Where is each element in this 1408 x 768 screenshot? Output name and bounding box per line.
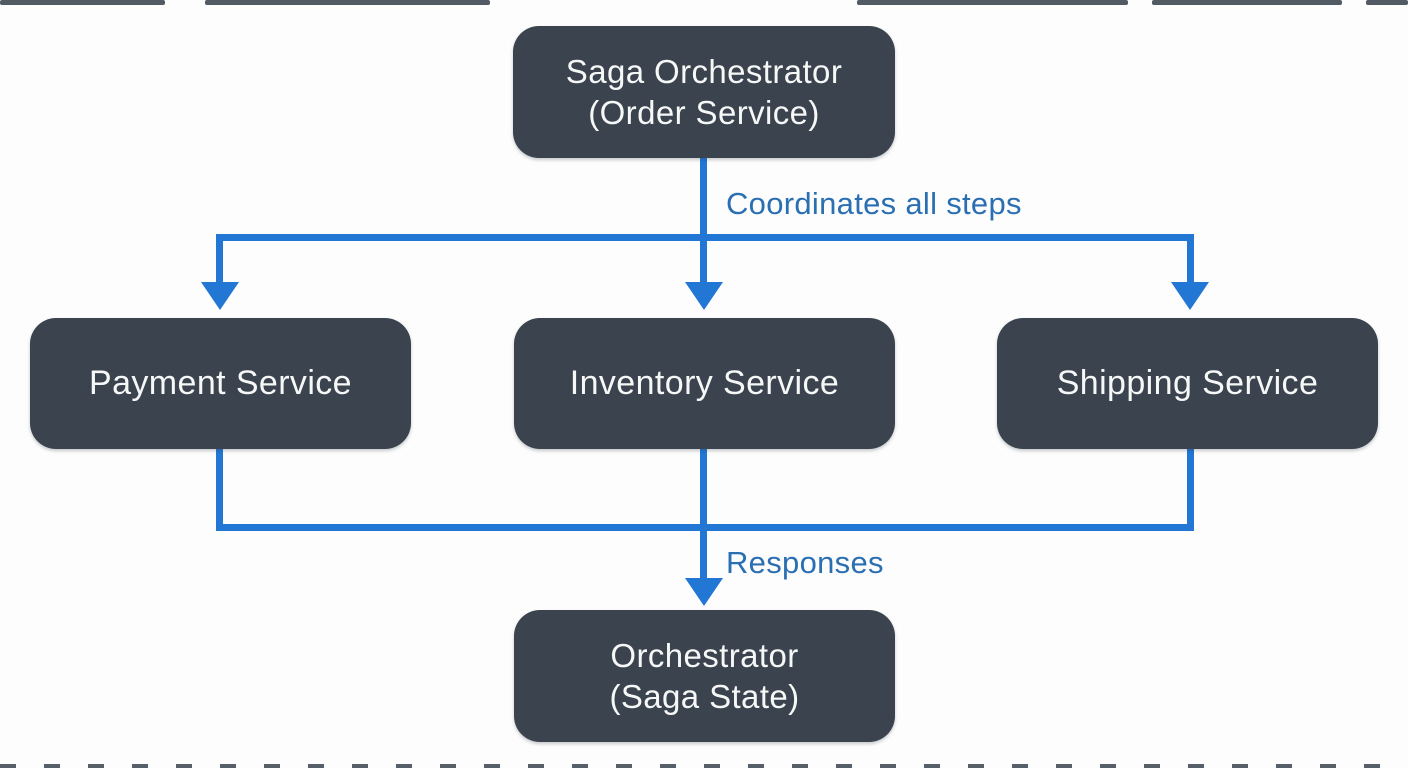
node-label: Inventory Service (569, 364, 840, 402)
edge-branch-to-payment (216, 234, 223, 282)
node-label-line: (Order Service) (588, 94, 820, 131)
edge-branch-to-shipping (1187, 234, 1194, 282)
edge-shipping-to-join (1187, 448, 1194, 531)
node-saga-orchestrator: Saga Orchestrator (Order Service) (513, 26, 895, 158)
node-label: Shipping Service (1056, 364, 1319, 402)
edge-branch-horizontal (216, 234, 1194, 241)
crop-artifact-top (1366, 0, 1408, 5)
crop-artifact-top (857, 0, 1128, 5)
crop-artifact-top (205, 0, 490, 5)
arrow-down-icon (1171, 282, 1209, 310)
arrow-down-icon (201, 282, 239, 310)
arrow-down-icon (685, 282, 723, 310)
edge-payment-to-join (216, 448, 223, 531)
node-label-line: Orchestrator (610, 637, 799, 674)
crop-artifact-top (1152, 0, 1342, 5)
node-label: Payment Service (89, 364, 352, 402)
node-shipping-service: Shipping Service (997, 318, 1378, 449)
node-orchestrator-saga-state: Orchestrator (Saga State) (514, 610, 895, 742)
edge-inventory-to-state (700, 448, 707, 578)
arrow-down-icon (685, 578, 723, 606)
edge-label-coordinates: Coordinates all steps (726, 186, 1022, 221)
node-inventory-service: Inventory Service (514, 318, 895, 449)
edge-saga-to-branch (700, 158, 707, 282)
node-label-line: (Saga State) (609, 678, 800, 715)
node-payment-service: Payment Service (30, 318, 411, 449)
crop-artifact-bottom (0, 764, 1408, 768)
crop-artifact-top (0, 0, 165, 5)
node-label-line: Saga Orchestrator (565, 53, 843, 90)
edge-label-responses: Responses (726, 545, 884, 580)
